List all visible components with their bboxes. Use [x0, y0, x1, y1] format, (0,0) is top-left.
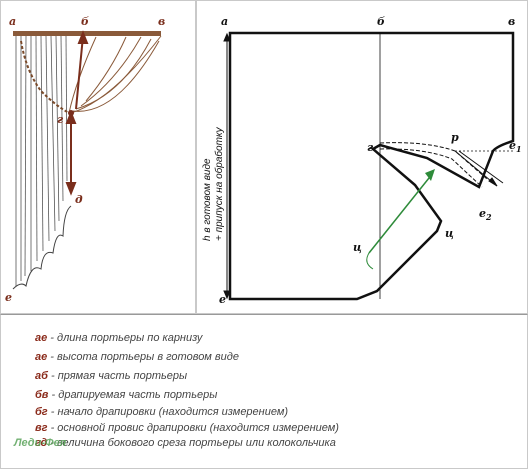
label-a: а: [9, 15, 16, 28]
label-c-right: ц: [445, 227, 454, 240]
drape-seam-lines: [379, 142, 488, 188]
label-r: р: [451, 131, 459, 144]
legend-key: ае: [35, 351, 48, 363]
legend-row: гд - величина бокового среза портьеры ил…: [35, 437, 336, 449]
legend-panel: ае - длина портьеры по карнизу ае - высо…: [0, 314, 528, 469]
label-v: в: [508, 15, 515, 28]
legend-text: - прямая часть портьеры: [47, 370, 188, 382]
label-e: е: [219, 293, 226, 306]
height-caption: h в готовом виде: [202, 158, 213, 241]
legend-text: - начало драпировки (находится измерение…: [47, 406, 289, 418]
legend-row: бг - начало драпировки (находится измере…: [35, 406, 288, 418]
legend-text: - высота портьеры в готовом виде: [47, 351, 239, 363]
curtain-rod: [13, 31, 161, 36]
label-d: д: [75, 193, 83, 206]
legend-key: бв: [35, 389, 49, 401]
watermark-logo: Леди-Фея: [14, 437, 67, 449]
label-b: б: [81, 15, 89, 28]
green-direction-arrow: [366, 169, 435, 270]
label-e: е: [5, 291, 12, 304]
legend-key: гд: [35, 437, 48, 449]
legend-key: ае: [35, 332, 48, 344]
pattern-diagram: а б в г р е1 е2 ц ц е h в готовом виде +…: [202, 15, 522, 306]
pattern-diagram-panel: а б в г р е1 е2 ц ц е h в готовом виде +…: [196, 0, 528, 314]
legend-row: бв - драпируемая часть портьеры: [35, 389, 217, 401]
label-b: б: [377, 15, 385, 28]
legend-key: вг: [35, 422, 48, 434]
height-dimension: [223, 32, 231, 300]
curtain-straight-part: [15, 35, 68, 286]
legend-row: вг - основной провис драпировки (находит…: [35, 422, 339, 434]
allowance-caption: + припуск на обработку: [213, 126, 225, 241]
label-v: в: [158, 15, 165, 28]
legend-text: - длина портьеры по карнизу: [47, 332, 203, 344]
diagonal-arrows: [454, 150, 504, 187]
legend-row: ае - длина портьеры по карнизу: [35, 332, 202, 344]
legend-key: бг: [35, 406, 48, 418]
legend-text: - основной провис драпировки (находится …: [47, 422, 339, 434]
curtain-chain: [20, 40, 70, 114]
label-a: а: [221, 15, 228, 28]
curtain-hem: [12, 205, 72, 290]
measurement-lines: [65, 30, 89, 196]
legend-text: - драпируемая часть портьеры: [48, 389, 218, 401]
label-e2: е2: [479, 207, 492, 222]
label-g: г: [57, 113, 64, 126]
legend-text: - величина бокового среза портьеры или к…: [47, 437, 336, 449]
legend-row: аб - прямая часть портьеры: [35, 370, 187, 382]
label-c-lower: ц: [353, 241, 362, 254]
legend-row: ае - высота портьеры в готовом виде: [35, 351, 239, 363]
pattern-outline: [228, 31, 515, 301]
curtain-illustration-panel: а б в г д е: [0, 0, 196, 314]
legend-key: аб: [35, 370, 48, 382]
curtain-illustration: а б в г д е: [5, 15, 165, 304]
label-e1: е1: [509, 139, 522, 154]
drape-point-g: [68, 110, 74, 116]
label-g: г: [367, 141, 374, 154]
